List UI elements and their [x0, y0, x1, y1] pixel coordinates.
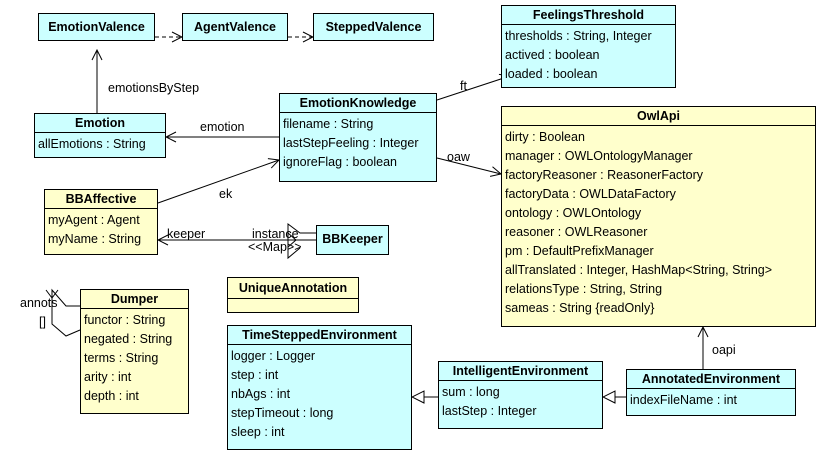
- class-dumper[interactable]: Dumper functor : String negated : String…: [80, 289, 189, 414]
- class-name: EmotionKnowledge: [280, 94, 436, 113]
- class-name: BBAffective: [45, 190, 157, 209]
- edge-emotionknowledge-owlapi: [436, 157, 501, 174]
- attribute: sameas : String {readOnly}: [505, 301, 655, 315]
- edge-label-annots-multiplicity: []: [39, 315, 46, 329]
- class-stepped-valence[interactable]: SteppedValence: [313, 13, 434, 41]
- attribute: dirty : Boolean: [505, 130, 585, 144]
- attribute-list: myAgent : Agent myName : String: [45, 209, 157, 251]
- attribute: nbAgs : int: [231, 387, 291, 401]
- class-name: AgentValence: [194, 20, 276, 34]
- attribute: loaded : boolean: [505, 67, 598, 81]
- attribute-list: logger : Logger step : int nbAgs : int s…: [228, 345, 411, 444]
- attribute: sleep : int: [231, 425, 285, 439]
- attribute-list: indexFileName : int: [627, 389, 795, 412]
- class-emotion[interactable]: Emotion allEmotions : String: [34, 113, 166, 158]
- attribute: ignoreFlag : boolean: [283, 155, 397, 169]
- attribute: manager : OWLOntologyManager: [505, 149, 693, 163]
- attribute: allTranslated : Integer, HashMap<String,…: [505, 263, 773, 277]
- edge-label-instance: instance: [252, 227, 299, 241]
- edge-label-keeper: keeper: [167, 227, 206, 241]
- class-bb-affective[interactable]: BBAffective myAgent : Agent myName : Str…: [44, 189, 158, 255]
- attribute: stepTimeout : long: [231, 406, 334, 420]
- class-name: IntelligentEnvironment: [439, 362, 602, 381]
- attribute: myAgent : Agent: [48, 213, 140, 227]
- class-name: Dumper: [81, 290, 188, 309]
- class-intelligent-environment[interactable]: IntelligentEnvironment sum : long lastSt…: [438, 361, 603, 429]
- class-time-stepped-environment[interactable]: TimeSteppedEnvironment logger : Logger s…: [227, 325, 412, 450]
- edge-bbkeeper-instance: [287, 223, 316, 260]
- edge-emotionknowledge-feelingsthreshold: [436, 76, 510, 101]
- class-name: TimeSteppedEnvironment: [228, 326, 411, 345]
- edge-label-annots: annots: [20, 296, 58, 310]
- attribute-list: dirty : Boolean manager : OWLOntologyMan…: [502, 126, 815, 320]
- class-emotion-knowledge[interactable]: EmotionKnowledge filename : String lastS…: [279, 93, 437, 182]
- attribute: relationsType : String, String: [505, 282, 663, 296]
- attribute: actived : boolean: [505, 48, 600, 62]
- class-name: UniqueAnnotation: [228, 278, 358, 299]
- attribute: factoryData : OWLDataFactory: [505, 187, 676, 201]
- class-agent-valence[interactable]: AgentValence: [182, 13, 288, 41]
- edge-label-ek: ek: [219, 187, 233, 201]
- attribute: allEmotions : String: [38, 137, 146, 151]
- attribute: arity : int: [84, 370, 132, 384]
- attribute: logger : Logger: [231, 349, 316, 363]
- class-name: SteppedValence: [325, 20, 422, 34]
- class-annotated-environment[interactable]: AnnotatedEnvironment indexFileName : int: [626, 369, 796, 416]
- attribute: lastStep : Integer: [442, 404, 537, 418]
- attribute: indexFileName : int: [630, 393, 737, 407]
- attribute: ontology : OWLOntology: [505, 206, 642, 220]
- edge-label-emotion: emotion: [200, 120, 245, 134]
- attribute-list: filename : String lastStepFeeling : Inte…: [280, 113, 436, 174]
- attribute-list: allEmotions : String: [35, 133, 165, 156]
- class-emotion-valence[interactable]: EmotionValence: [38, 13, 155, 41]
- class-unique-annotation[interactable]: UniqueAnnotation: [227, 277, 359, 313]
- class-name: EmotionValence: [48, 20, 145, 34]
- edge-label-oaw: oaw: [447, 150, 470, 164]
- attribute: thresholds : String, Integer: [505, 29, 652, 43]
- class-name: BBKeeper: [322, 232, 383, 246]
- edge-bbaffective-emotionknowledge: [157, 160, 279, 204]
- attribute-list: functor : String negated : String terms …: [81, 309, 188, 408]
- attribute: terms : String: [84, 351, 159, 365]
- class-name: AnnotatedEnvironment: [627, 370, 795, 389]
- edge-label-map-stereotype: <<Map>>: [248, 240, 302, 254]
- class-name: OwlApi: [502, 107, 815, 126]
- class-bb-keeper[interactable]: BBKeeper: [316, 225, 389, 255]
- attribute: functor : String: [84, 313, 166, 327]
- attribute: sum : long: [442, 385, 500, 399]
- attribute: lastStepFeeling : Integer: [283, 136, 419, 150]
- class-feelings-threshold[interactable]: FeelingsThreshold thresholds : String, I…: [501, 5, 676, 88]
- attribute: reasoner : OWLReasoner: [505, 225, 648, 239]
- attribute-list: thresholds : String, Integer actived : b…: [502, 25, 675, 86]
- class-name: FeelingsThreshold: [502, 6, 675, 25]
- attribute: factoryReasoner : ReasonerFactory: [505, 168, 704, 182]
- edge-label-oapi: oapi: [712, 343, 736, 357]
- edge-dumper-annots: [51, 288, 81, 337]
- attribute: depth : int: [84, 389, 139, 403]
- attribute-list: sum : long lastStep : Integer: [439, 381, 602, 423]
- attribute: step : int: [231, 368, 279, 382]
- attribute: negated : String: [84, 332, 173, 346]
- attribute: filename : String: [283, 117, 374, 131]
- class-name: Emotion: [35, 114, 165, 133]
- edge-label-ft: ft: [460, 79, 467, 93]
- attribute: pm : DefaultPrefixManager: [505, 244, 654, 258]
- edge-label-emotions-by-step: emotionsByStep: [108, 81, 200, 95]
- attribute: myName : String: [48, 232, 142, 246]
- class-owl-api[interactable]: OwlApi dirty : Boolean manager : OWLOnto…: [501, 106, 816, 327]
